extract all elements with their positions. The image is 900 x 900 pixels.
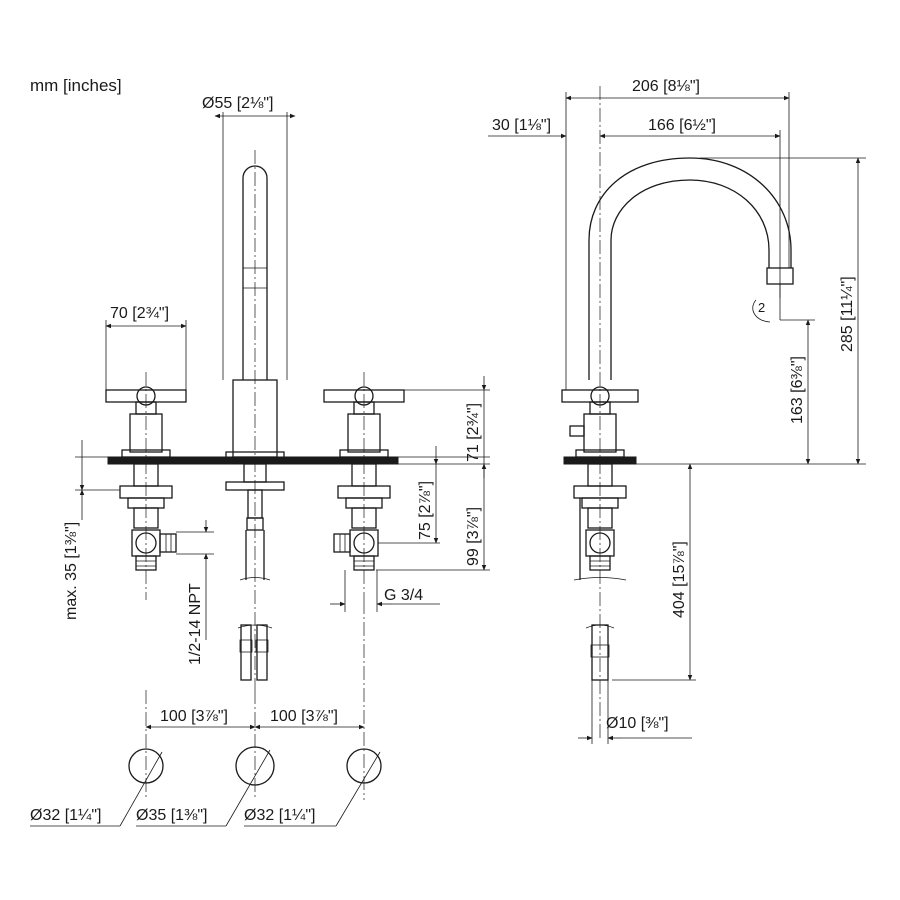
deck-thickness-label: max. 35 [1⅜"] [63,522,80,620]
side-hose-connector [585,624,615,681]
spacing-dimensions: 100 [3⅞"] 100 [3⅞"] [145,600,365,800]
height-dimensions: 71 [2¾"] 75 [2⅞"] 99 [3⅞"] [376,376,490,571]
spacing-left-label: 100 [3⅞"] [160,708,228,725]
hole-center [235,746,275,786]
hose-diameter-label: Ø10 [⅜"] [606,715,669,732]
handle-height-label: 71 [2¾"] [465,403,482,462]
hose-diameter-dimension: Ø10 [⅜"] [578,680,692,744]
base-offset-label: 30 [1⅛"] [492,117,551,134]
valve-depth-label: 75 [2⅞"] [417,481,434,540]
handle-width-label: 70 [2¾"] [110,305,169,322]
left-handle [105,372,187,600]
hole-center-label: Ø35 [1⅜"] [136,807,208,824]
deck-holes: Ø32 [1¼"] Ø35 [1⅜"] Ø32 [1¼"] [30,746,382,827]
left-valve [119,463,177,571]
valve-depth-total-label: 99 [3⅞"] [465,507,482,566]
npt-thread-label: 1/2-14 NPT [187,583,204,665]
side-handle [561,386,639,458]
aerator-mark: 2 [758,300,765,315]
hole-left-label: Ø32 [1¼"] [30,807,102,824]
spout-height-label: 163 [6⅜"] [789,356,806,424]
spout [225,150,285,690]
reach-dimensions: 206 [8⅛"] 30 [1⅛"] 166 [6½"] [488,78,790,390]
units-label: mm [inches] [30,76,122,95]
spout-diameter-dimension: Ø55 [2⅛"] [202,95,296,380]
gooseneck-spout: 2 [588,86,794,740]
hole-right [346,748,382,784]
deck-thickness-dimension: max. 35 [1⅜"] [63,440,120,620]
spacing-right-label: 100 [3⅞"] [270,708,338,725]
side-height-dimensions: 285 [11¼"] 163 [6⅜"] [636,157,866,465]
side-view: 2 [488,78,866,744]
spout-shank [225,463,285,581]
spout-reach-label: 166 [6½"] [648,117,716,134]
side-valve [573,463,627,581]
hose-length-label: 404 [15⅞"] [671,541,688,618]
overall-height-label: 285 [11¼"] [839,276,856,352]
hose-length-dimension: 404 [15⅞"] [612,463,696,681]
handle-width-dimension: 70 [2¾"] [105,305,187,390]
g-thread-label: G 3/4 [384,587,423,604]
npt-thread-dimension: 1/2-14 NPT [176,520,214,665]
hole-left [128,748,164,784]
overall-reach-label: 206 [8⅛"] [632,78,700,95]
hose-connector [237,624,273,681]
spout-diameter-label: Ø55 [2⅛"] [202,95,274,112]
right-valve [333,463,391,571]
hole-right-label: Ø32 [1¼"] [244,807,316,824]
front-view: Ø55 [2⅛"] 70 [2¾"] max. 35 [1⅜"] 1/2-14 … [30,95,490,827]
g-thread-dimension: G 3/4 [330,570,440,612]
